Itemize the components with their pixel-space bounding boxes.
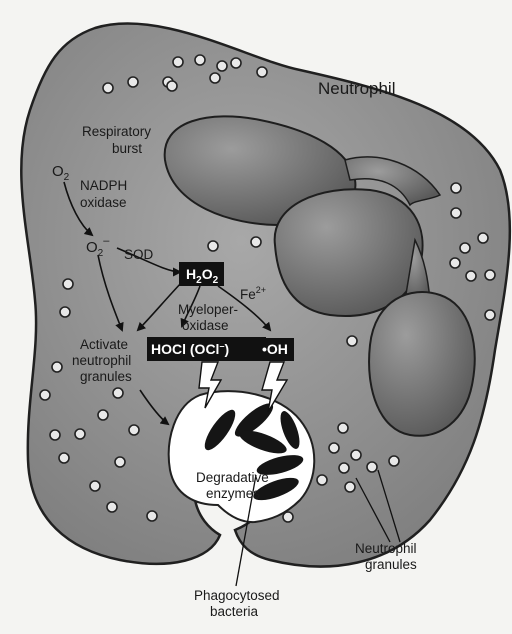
phagocytosed-label-2: bacteria bbox=[210, 604, 259, 619]
activate-label-2: neutrophil bbox=[72, 353, 131, 368]
myeloperoxidase-label-2: oxidase bbox=[182, 318, 229, 333]
hocl-label: HOCl (OCl–) bbox=[151, 341, 229, 357]
nadph-label-2: oxidase bbox=[80, 195, 127, 210]
activate-label-1: Activate bbox=[80, 337, 128, 352]
phagocytosed-label-1: Phagocytosed bbox=[194, 588, 280, 603]
nucleus-lobe-3 bbox=[369, 292, 475, 436]
activate-label-3: granules bbox=[80, 369, 132, 384]
neutrophil-granules-label-1: Neutrophil bbox=[355, 541, 417, 556]
hydroxyl-radical-label: •OH bbox=[262, 341, 288, 357]
nadph-label-1: NADPH bbox=[80, 178, 127, 193]
myeloperoxidase-label-1: Myeloper- bbox=[178, 302, 238, 317]
sod-label: SOD bbox=[124, 247, 154, 262]
degradative-label-2: enzymes bbox=[206, 486, 260, 501]
degradative-label-1: Degradative bbox=[196, 470, 269, 485]
respiratory-burst-label-2: burst bbox=[112, 141, 142, 156]
neutrophil-title: Neutrophil bbox=[318, 79, 396, 98]
neutrophil-granules-label-2: granules bbox=[365, 557, 417, 572]
respiratory-burst-label-1: Respiratory bbox=[82, 124, 151, 139]
